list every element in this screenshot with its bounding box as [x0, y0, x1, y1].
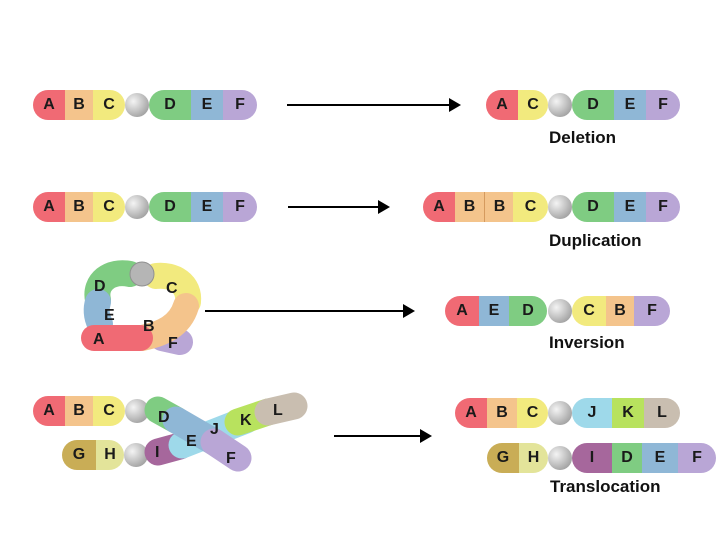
- segment-f-band: [200, 428, 252, 472]
- arrow: [205, 304, 415, 318]
- arrow: [288, 200, 390, 214]
- segment-g: G: [62, 440, 96, 470]
- cross-label-f: F: [226, 450, 236, 467]
- segment-f: F: [223, 192, 257, 222]
- loop-label-e: E: [104, 307, 115, 324]
- segment-b-duplicate: B: [484, 192, 514, 222]
- segment-f: F: [223, 90, 257, 120]
- segment-a: A: [33, 396, 65, 426]
- segment-h: H: [519, 443, 548, 473]
- segment-b: B: [606, 296, 634, 326]
- segment-a: A: [455, 398, 487, 428]
- segment-c: C: [513, 192, 548, 222]
- cross-label-j: J: [210, 421, 219, 438]
- segment-d: D: [509, 296, 547, 326]
- segment-e: E: [614, 90, 646, 120]
- segment-l: L: [644, 398, 680, 428]
- translocation-label: Translocation: [550, 477, 661, 496]
- centromere: [548, 446, 572, 470]
- inversion-loop-chromosome: D C E B A F: [81, 260, 202, 355]
- segment-c: C: [93, 192, 125, 222]
- segment-f: F: [678, 443, 716, 473]
- segment-e: E: [479, 296, 509, 326]
- segment-b: B: [455, 192, 484, 222]
- segment-f: F: [634, 296, 670, 326]
- cross-label-l: L: [273, 402, 283, 419]
- cross-label-k: K: [240, 412, 252, 429]
- cross-label-e: E: [186, 433, 197, 450]
- centromere: [548, 299, 572, 323]
- segment-e: E: [191, 90, 223, 120]
- segment-e: E: [191, 192, 223, 222]
- segment-c: C: [93, 90, 125, 120]
- segment-e: E: [614, 192, 646, 222]
- loop-label-c: C: [166, 280, 178, 297]
- centromere: [548, 93, 572, 117]
- segment-a: A: [33, 90, 65, 120]
- cross-label-i: I: [155, 444, 159, 461]
- loop-label-b: B: [143, 318, 155, 335]
- segment-k: K: [612, 398, 644, 428]
- segment-b: B: [487, 398, 517, 428]
- centromere: [548, 195, 572, 219]
- crossing-chromosomes: D E F I J K L: [144, 392, 308, 472]
- centromere: [125, 93, 149, 117]
- segment-d: D: [572, 192, 614, 222]
- segment-a: A: [423, 192, 455, 222]
- centromere: [125, 195, 149, 219]
- segment-a: A: [486, 90, 518, 120]
- deletion-label: Deletion: [549, 128, 617, 147]
- segment-l-band: [254, 392, 308, 426]
- segment-d: D: [612, 443, 642, 473]
- segment-d: D: [572, 90, 614, 120]
- segment-d: D: [149, 90, 191, 120]
- segment-a: A: [445, 296, 479, 326]
- segment-c: C: [517, 398, 548, 428]
- segment-b: B: [65, 192, 93, 222]
- segment-g: G: [487, 443, 519, 473]
- segment-f: F: [646, 192, 680, 222]
- segment-e-band: [83, 289, 113, 337]
- segment-c: C: [518, 90, 548, 120]
- loop-label-f: F: [168, 335, 178, 352]
- loop-label-d: D: [94, 278, 106, 295]
- segment-j: J: [572, 398, 612, 428]
- segment-c: C: [572, 296, 606, 326]
- centromere: [548, 401, 572, 425]
- centromere: [124, 443, 148, 467]
- segment-d: D: [149, 192, 191, 222]
- segment-f: F: [646, 90, 680, 120]
- segment-b: B: [65, 90, 93, 120]
- segment-h: H: [96, 440, 124, 470]
- duplication-label: Duplication: [549, 231, 642, 250]
- cross-label-d: D: [158, 409, 170, 426]
- centromere: [129, 261, 155, 287]
- segment-e: E: [642, 443, 678, 473]
- segment-a: A: [33, 192, 65, 222]
- segment-c: C: [93, 396, 125, 426]
- segment-b: B: [65, 396, 93, 426]
- arrow: [287, 98, 461, 112]
- arrow: [334, 429, 432, 443]
- inversion-label: Inversion: [549, 333, 625, 352]
- segment-i: I: [572, 443, 612, 473]
- loop-label-a: A: [93, 331, 105, 348]
